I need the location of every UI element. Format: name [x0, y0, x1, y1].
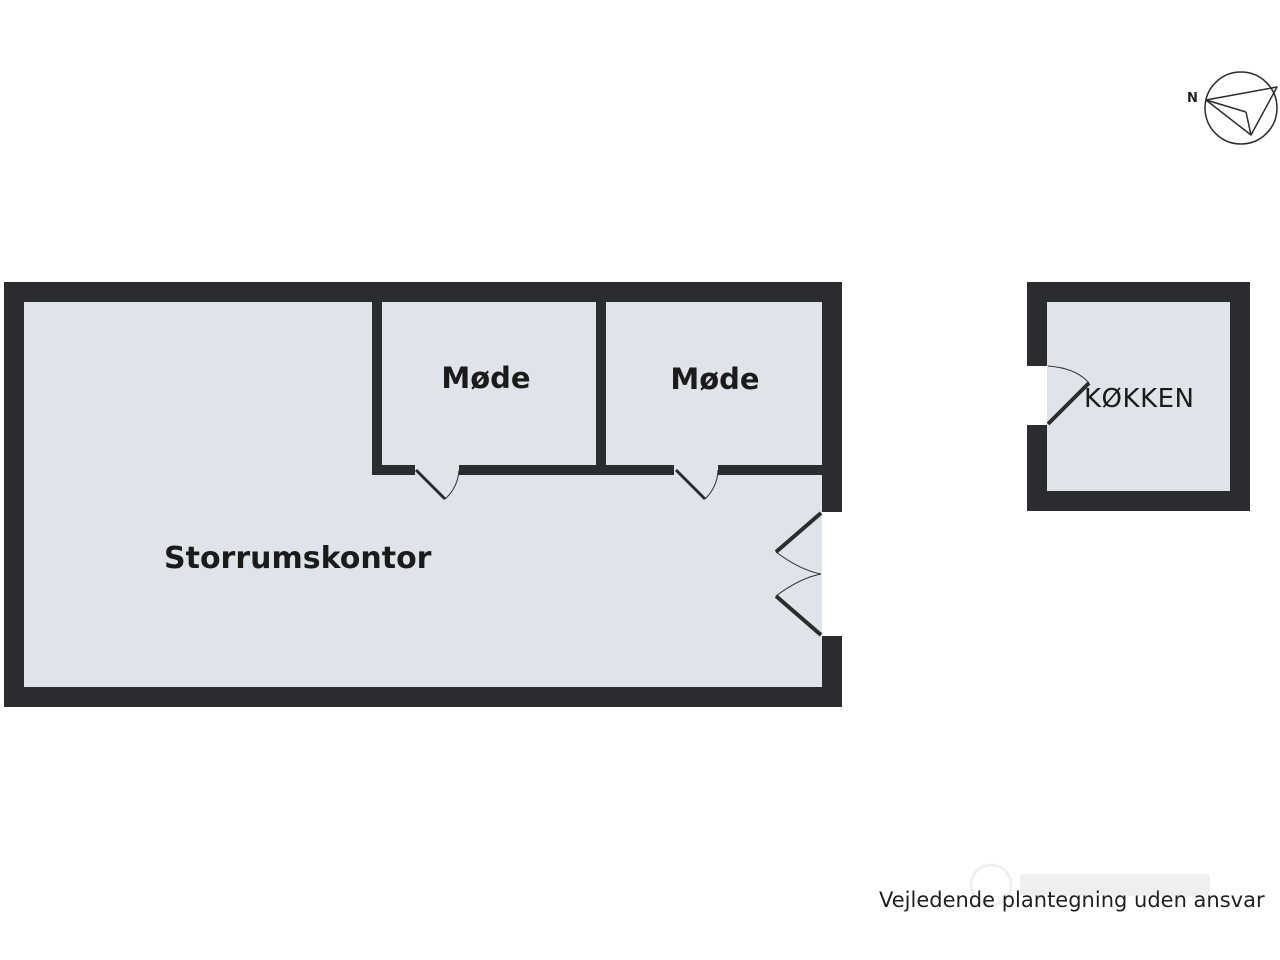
main-floor: [14, 292, 832, 696]
wall-meetings-bottom-c: [718, 465, 832, 475]
compass-north-label: N: [1187, 91, 1198, 106]
wall-right-upper: [822, 282, 842, 512]
room-label-kitchen: KØKKEN: [1084, 384, 1195, 414]
wall-meeting-1-left: [372, 292, 382, 475]
wall-meeting-divider: [596, 292, 606, 475]
watermark-logo: [969, 863, 1210, 907]
room-label-storrumskontor: Storrumskontor: [164, 541, 432, 576]
kitchen-wall-left-upper: [1027, 282, 1047, 366]
wall-bottom: [4, 687, 842, 707]
entrance-opening: [822, 512, 842, 636]
wall-top: [4, 282, 842, 302]
wall-meetings-bottom-a: [372, 465, 415, 475]
door-meeting-1: [414, 468, 460, 501]
kitchen-wall-top: [1027, 282, 1250, 302]
door-meeting-2: [674, 468, 719, 501]
kitchen-floor: [1038, 292, 1240, 500]
entrance-double-door: [774, 511, 823, 637]
wall-left: [4, 282, 24, 707]
kitchen-wall-bottom: [1027, 491, 1250, 511]
kitchen-wall-right: [1230, 282, 1250, 511]
wall-meetings-bottom-b: [459, 465, 674, 475]
compass: N: [1187, 71, 1278, 145]
kitchen-door-opening: [1027, 366, 1047, 425]
disclaimer-text: Vejledende plantegning uden ansvar: [879, 888, 1265, 912]
room-label-meeting-1: Møde: [441, 361, 530, 395]
main-building: Storrumskontor Møde Møde: [4, 282, 842, 707]
kitchen-wall-left-lower: [1027, 425, 1047, 511]
wall-right-lower: [822, 636, 842, 707]
room-label-meeting-2: Møde: [670, 362, 759, 396]
north-arrow-icon: [1204, 71, 1278, 145]
kitchen-building: KØKKEN: [1027, 282, 1250, 511]
kitchen-door: [1046, 365, 1091, 426]
